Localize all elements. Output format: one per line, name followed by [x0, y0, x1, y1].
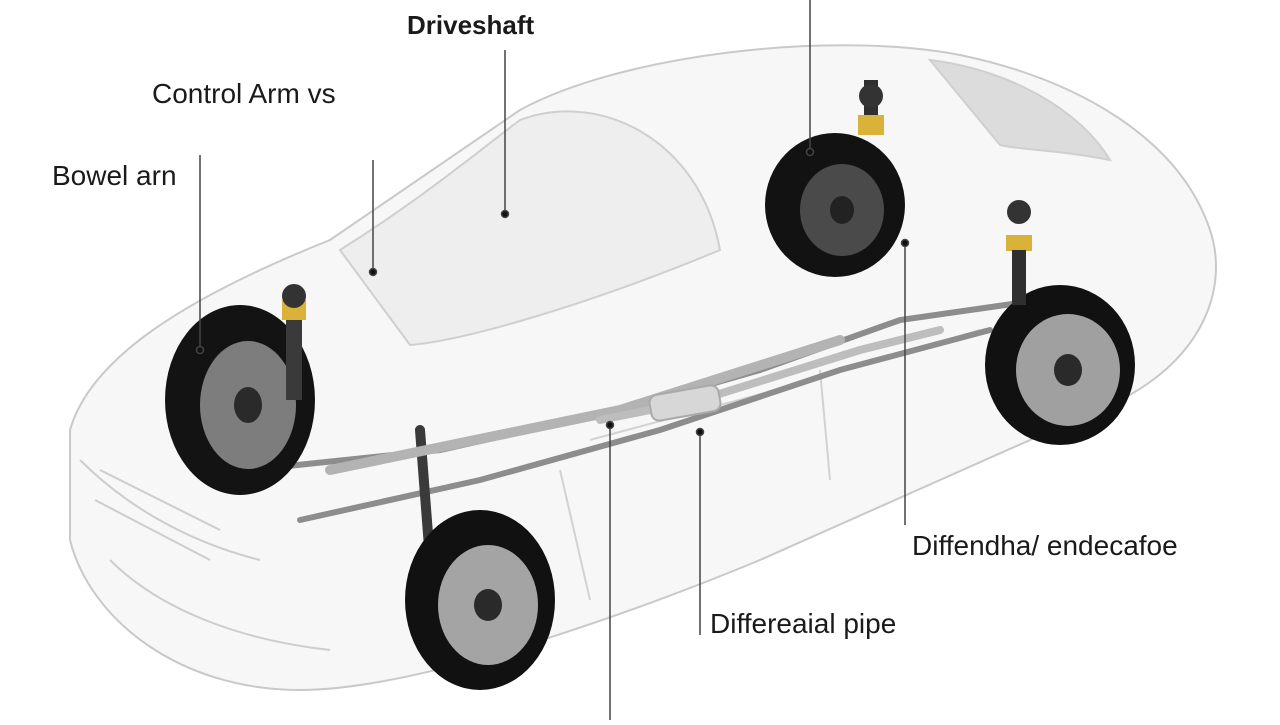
label-control-arm: Control Arm vs — [152, 78, 336, 109]
label-bowel-arm: Bowel arn — [52, 160, 177, 191]
leader-dot-control-arm — [368, 267, 378, 277]
exhaust-pipe — [596, 326, 944, 424]
leader-lines — [195, 0, 910, 720]
leader-dot-driveshaft — [500, 209, 510, 219]
car-body — [69, 44, 1217, 692]
leader-dot-top-right — [805, 147, 815, 157]
label-driveshaft: Driveshaft — [407, 10, 535, 40]
leader-dot-differential-pipe — [695, 427, 705, 437]
label-differential-pipe: Differeaial pipe — [710, 608, 897, 639]
label-differential-end: Diffendha/ endecafoe — [912, 530, 1178, 561]
leader-dot-bottom — [605, 420, 615, 430]
wheel-rear-right — [985, 285, 1135, 445]
wheel-rear-left — [765, 133, 905, 277]
strut-rear-right — [1006, 200, 1032, 305]
strut-front-left — [282, 284, 306, 400]
leader-dot-differential-end — [900, 238, 910, 248]
strut-rear-left — [858, 80, 884, 135]
wheel-front-right — [405, 510, 555, 690]
leader-dot-bowel-arm — [195, 345, 205, 355]
front-end — [79, 459, 331, 651]
roof-glass — [338, 58, 1113, 347]
driveshaft-tube — [325, 335, 845, 475]
